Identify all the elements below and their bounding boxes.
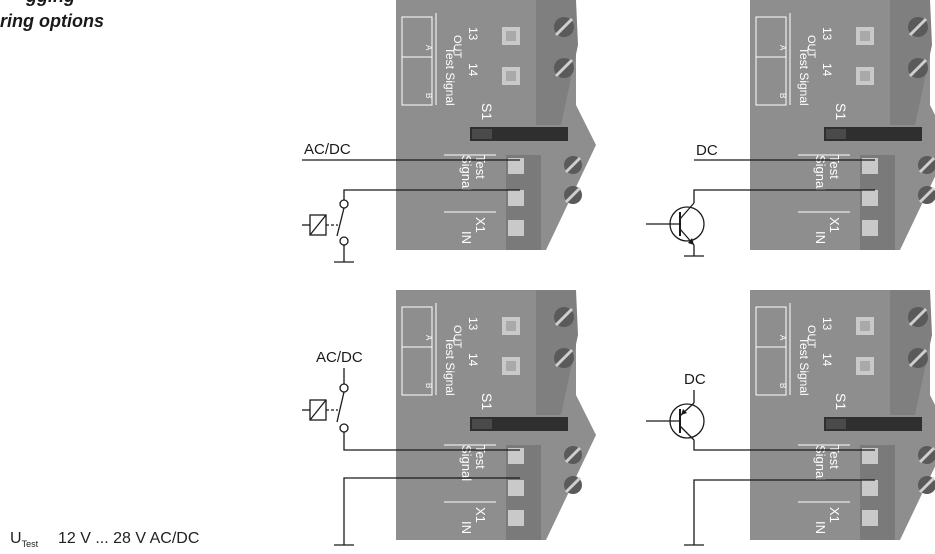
switch-b-label: B (424, 383, 433, 388)
out-label: OUT (805, 325, 817, 349)
header-line-1: gging (26, 0, 75, 7)
terminal-14-label: 14 (820, 63, 834, 77)
switch-s1-label: S1 (479, 393, 495, 410)
signal-label: Signal (813, 445, 828, 481)
test-signal-label: Test Signal (797, 337, 811, 396)
panel-2: OUT 13 14 Test Signal S1 Test Signal X1 … (646, 0, 935, 257)
panel-1-label: AC/DC (304, 141, 351, 158)
switch-b-label: B (424, 93, 433, 98)
switch-s1-label: S1 (479, 103, 495, 120)
panel-3-label: AC/DC (316, 349, 363, 366)
x1-label: X1 (473, 507, 488, 523)
x1-label: X1 (827, 217, 842, 233)
in-label: IN (813, 521, 828, 534)
x1-label: X1 (473, 217, 488, 233)
switch-s1-label: S1 (833, 393, 849, 410)
pnp-transistor-icon (646, 390, 705, 441)
switch-s1-label: S1 (833, 103, 849, 120)
relay-contact-icon (302, 199, 354, 263)
utest-subscript: Test (21, 539, 39, 549)
signal-label: Signal (813, 155, 828, 191)
terminal-13-label: 13 (466, 317, 480, 331)
out-label: OUT (451, 35, 463, 59)
test-label: Test (827, 445, 842, 469)
module-2: OUT 13 14 Test Signal S1 Test Signal X1 … (748, 0, 935, 252)
switch-a-label: A (424, 45, 433, 51)
utest-symbol: U (10, 530, 22, 547)
module-4: OUT 13 14 Test Signal S1 Test Signal X1 … (748, 288, 935, 542)
test-voltage-spec: UTest 12 V ... 28 V AC/DC (10, 530, 199, 549)
npn-transistor-icon (646, 202, 705, 257)
switch-b-label: B (778, 383, 787, 388)
module-3: OUT 13 14 Test Signal S1 Test Signal X1 … (394, 288, 598, 542)
signal-label: Signal (459, 445, 474, 481)
header-line-2: ring options (0, 11, 104, 31)
in-label: IN (813, 231, 828, 244)
terminal-14-label: 14 (466, 353, 480, 367)
test-label: Test (827, 155, 842, 179)
panel-3: OUT 13 14 Test Signal S1 Test Signal X1 … (302, 288, 598, 546)
panel-4: OUT 13 14 Test Signal S1 Test Signal X1 … (646, 288, 935, 546)
panel-2-label: DC (696, 142, 718, 159)
panel-4-label: DC (684, 371, 706, 388)
x1-label: X1 (827, 507, 842, 523)
out-label: OUT (451, 325, 463, 349)
panel-1: OUT 13 14 Test Signal S1 Test Signal X1 … (302, 0, 598, 263)
switch-b-label: B (778, 93, 787, 98)
module-1: OUT 13 14 Test Signal S1 Test Signal X1 … (394, 0, 598, 252)
terminal-13-label: 13 (820, 317, 834, 331)
relay-contact-icon (302, 383, 349, 433)
utest-value: 12 V ... 28 V AC/DC (58, 530, 200, 547)
switch-a-label: A (424, 335, 433, 341)
signal-label: Signal (459, 155, 474, 191)
test-signal-label: Test Signal (443, 337, 457, 396)
terminal-14-label: 14 (466, 63, 480, 77)
switch-a-label: A (778, 335, 787, 341)
terminal-13-label: 13 (820, 27, 834, 41)
out-label: OUT (805, 35, 817, 59)
test-label: Test (473, 155, 488, 179)
test-signal-label: Test Signal (443, 47, 457, 106)
terminal-13-label: 13 (466, 27, 480, 41)
switch-a-label: A (778, 45, 787, 51)
in-label: IN (459, 521, 474, 534)
in-label: IN (459, 231, 474, 244)
terminal-14-label: 14 (820, 353, 834, 367)
test-label: Test (473, 445, 488, 469)
test-signal-label: Test Signal (797, 47, 811, 106)
